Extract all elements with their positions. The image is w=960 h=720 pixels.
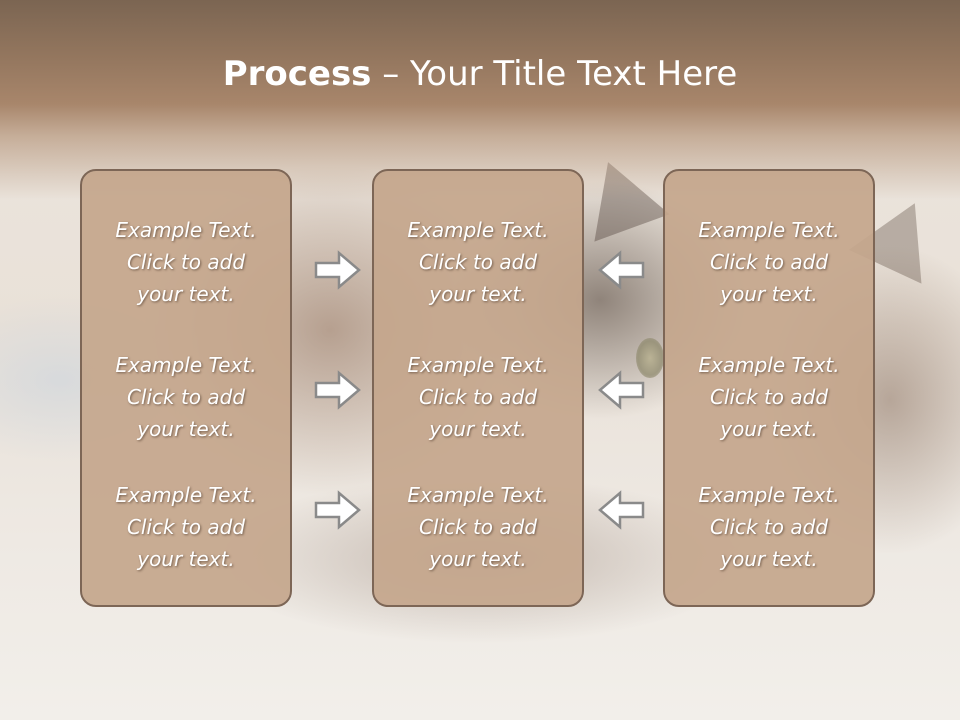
text-line: Example Text. [407, 483, 549, 507]
right-arrow-icon[interactable] [314, 370, 362, 410]
text-line: Click to add [418, 385, 538, 409]
text-line: your text. [720, 417, 818, 441]
text-line: your text. [429, 282, 527, 306]
text-placeholder[interactable]: Example Text. Click to add your text. [82, 214, 290, 310]
title-rest: – Your Title Text Here [371, 54, 738, 94]
text-line: Example Text. [115, 218, 257, 242]
text-placeholder[interactable]: Example Text. Click to add your text. [665, 479, 873, 575]
text-line: your text. [137, 417, 235, 441]
text-line: Click to add [126, 385, 246, 409]
left-arrow-icon[interactable] [597, 490, 645, 530]
text-placeholder[interactable]: Example Text. Click to add your text. [665, 349, 873, 445]
text-line: your text. [429, 417, 527, 441]
text-placeholder[interactable]: Example Text. Click to add your text. [374, 349, 582, 445]
text-line: Click to add [709, 515, 829, 539]
text-line: Example Text. [407, 353, 549, 377]
text-line: Example Text. [698, 353, 840, 377]
right-arrow-icon[interactable] [314, 490, 362, 530]
title-bold: Process [222, 54, 372, 94]
text-line: Example Text. [407, 218, 549, 242]
text-line: Example Text. [698, 483, 840, 507]
text-line: Click to add [126, 250, 246, 274]
text-line: your text. [137, 547, 235, 571]
right-arrow-icon[interactable] [314, 250, 362, 290]
text-line: Example Text. [115, 483, 257, 507]
text-line: Click to add [709, 250, 829, 274]
process-box-1[interactable]: Example Text. Click to add your text. Ex… [80, 169, 292, 607]
text-placeholder[interactable]: Example Text. Click to add your text. [82, 349, 290, 445]
text-line: your text. [720, 282, 818, 306]
process-box-2[interactable]: Example Text. Click to add your text. Ex… [372, 169, 584, 607]
text-line: Click to add [709, 385, 829, 409]
text-placeholder[interactable]: Example Text. Click to add your text. [665, 214, 873, 310]
title-band [0, 0, 960, 200]
text-placeholder[interactable]: Example Text. Click to add your text. [82, 479, 290, 575]
process-box-3[interactable]: Example Text. Click to add your text. Ex… [663, 169, 875, 607]
text-placeholder[interactable]: Example Text. Click to add your text. [374, 479, 582, 575]
left-arrow-icon[interactable] [597, 250, 645, 290]
left-arrow-icon[interactable] [597, 370, 645, 410]
text-line: Click to add [418, 250, 538, 274]
background-cat-eye [636, 338, 664, 378]
text-line: your text. [137, 282, 235, 306]
text-placeholder[interactable]: Example Text. Click to add your text. [374, 214, 582, 310]
text-line: your text. [720, 547, 818, 571]
slide-title[interactable]: Process – Your Title Text Here [0, 52, 960, 96]
text-line: Click to add [126, 515, 246, 539]
text-line: Example Text. [115, 353, 257, 377]
text-line: your text. [429, 547, 527, 571]
text-line: Click to add [418, 515, 538, 539]
text-line: Example Text. [698, 218, 840, 242]
